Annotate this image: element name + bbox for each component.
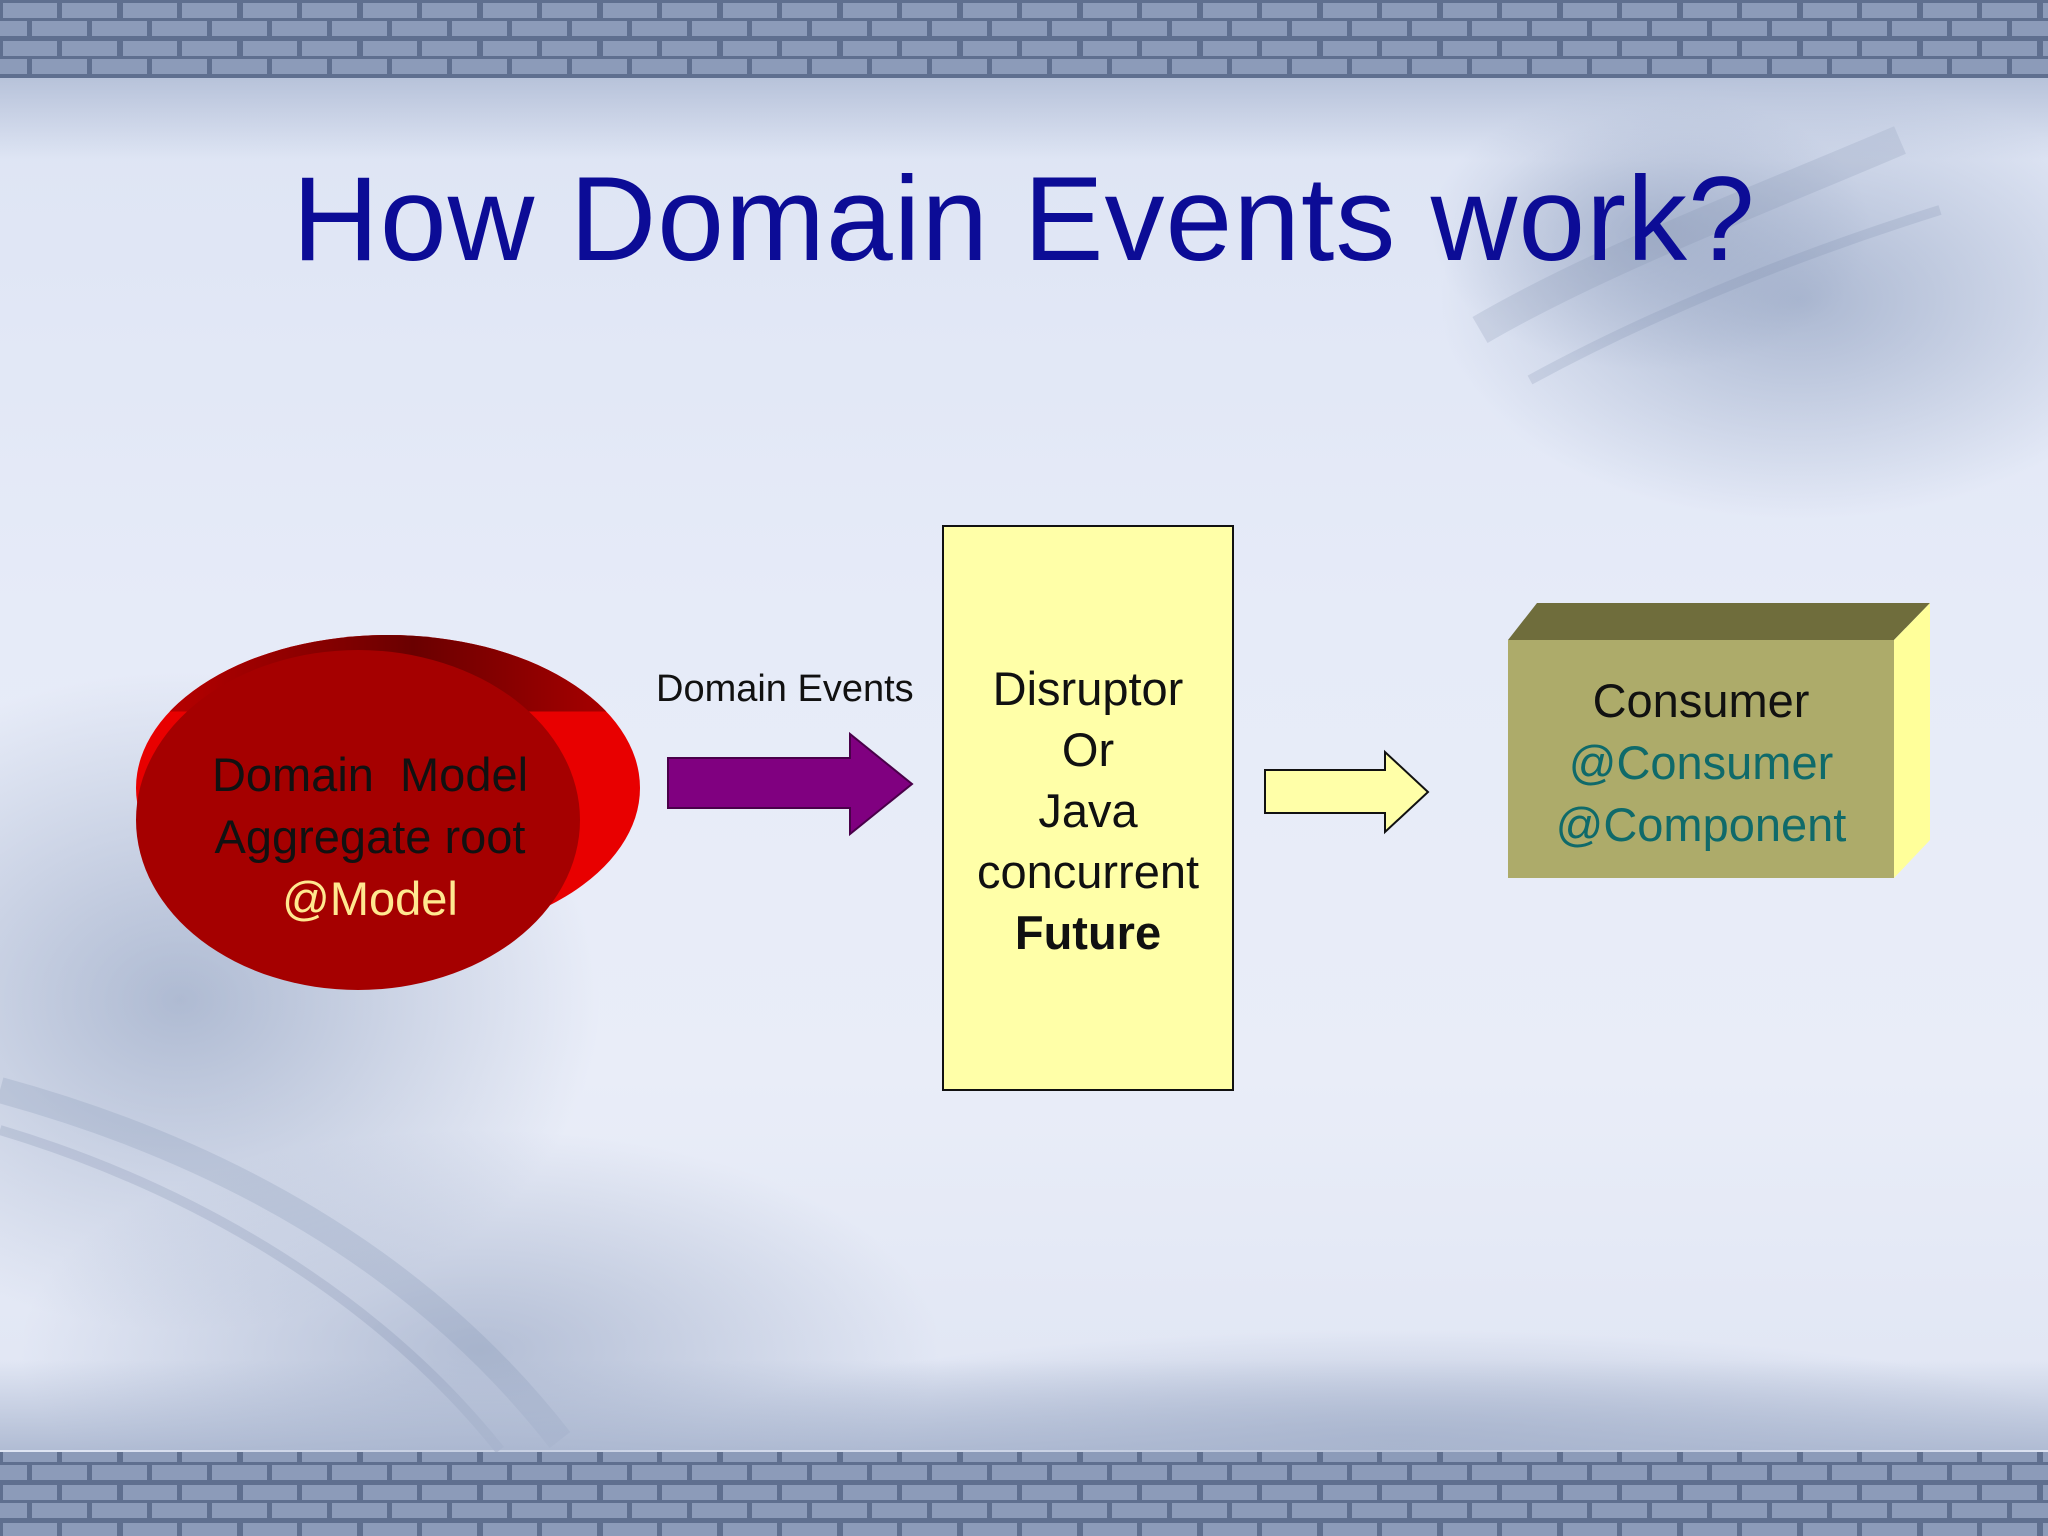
consumer-label: Consumer @Consumer @Component	[1508, 670, 1894, 856]
disruptor-line-2: Or	[1061, 723, 1115, 776]
domain-model-annotation: @Model	[282, 872, 458, 925]
consumer-node-top	[1508, 603, 1930, 640]
consumer-node-front	[1508, 640, 1894, 878]
disruptor-line-4: concurrent	[976, 845, 1200, 898]
disruptor-line-3: Java	[1038, 784, 1138, 837]
consumer-node-side	[1894, 603, 1930, 878]
domain-model-line-1: Domain Model	[211, 748, 529, 801]
consumer-arrow	[1264, 749, 1430, 835]
consumer-node	[1508, 603, 1930, 878]
consumer-annotation-2: @Component	[1555, 798, 1847, 851]
domain-model-node	[136, 635, 640, 990]
domain-model-node-face	[136, 650, 580, 990]
domain-events-label: Domain Events	[656, 668, 914, 710]
domain-model-line-2: Aggregate root	[214, 810, 526, 863]
consumer-annotation-1: @Consumer	[1568, 736, 1834, 789]
domain-model-label: Domain Model Aggregate root @Model	[140, 744, 600, 930]
disruptor-label: Disruptor Or Java concurrent Future	[943, 658, 1233, 963]
slide-title: How Domain Events work?	[292, 152, 1756, 286]
disruptor-line-1: Disruptor	[992, 662, 1184, 715]
consumer-line: Consumer	[1592, 674, 1810, 727]
domain-events-arrow	[667, 731, 914, 837]
disruptor-node	[942, 525, 1234, 1091]
disruptor-line-strong: Future	[1014, 906, 1162, 959]
